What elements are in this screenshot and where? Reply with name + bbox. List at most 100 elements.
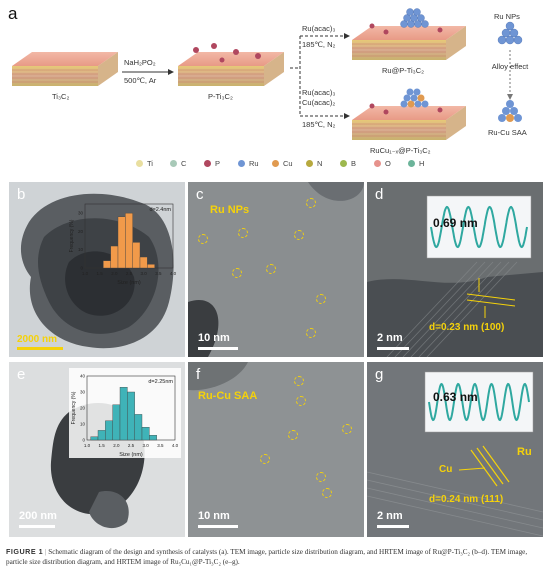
panel-g-tem-image: g 0.63 nm Ru Cu d=0.24 nm (111) 2 nm (367, 362, 543, 537)
histogram-bar (149, 434, 157, 441)
histogram-annotation: d=2.25nm (148, 379, 173, 385)
step1-condition: 500℃, Ar (124, 76, 157, 85)
legend-item-o: O (374, 159, 391, 168)
particle-marker (198, 234, 208, 244)
rucu-p-ti3c2-slab (352, 88, 466, 140)
panel-d-letter: d (375, 186, 384, 203)
legend-item-c: C (170, 159, 186, 168)
histogram-bar (105, 420, 113, 441)
histogram-bar (117, 216, 126, 269)
legend-item-ti: Ti (136, 159, 153, 168)
x-tick-label: 1.0 (82, 271, 89, 276)
y-tick-label: 0 (80, 266, 83, 271)
upper-route-reagent: Ru(acac)₃ (302, 24, 336, 33)
particle-marker (288, 430, 298, 440)
x-axis-label: Size (nm) (119, 452, 143, 458)
particle-marker (306, 198, 316, 208)
x-tick-label: 1.5 (99, 443, 106, 448)
x-tick-label: 4.0 (172, 443, 179, 448)
y-tick-label: 40 (80, 374, 86, 379)
legend-label: Ru (249, 159, 259, 168)
panel-f-scalebar-label: 10 nm (198, 510, 230, 522)
lower-route-reagent2: Cu(acac)₂ (302, 98, 336, 107)
panel-c-tem-image: c Ru NPs 10 nm (188, 182, 364, 357)
legend-swatch (136, 160, 143, 167)
x-tick-label: 2.0 (111, 271, 118, 276)
panel-g-letter: g (375, 366, 384, 383)
y-tick-label: 20 (80, 406, 86, 411)
histogram-bar (141, 427, 150, 441)
histogram-bar (139, 256, 148, 269)
histogram-bar (90, 436, 99, 441)
particle-marker (342, 424, 352, 434)
x-tick-label: 3.5 (157, 443, 164, 448)
legend-label: P (215, 159, 221, 168)
legend-label: N (317, 159, 323, 168)
legend-label: B (351, 159, 357, 168)
panel-g-lattice-label: 0.63 nm (433, 390, 478, 404)
caption-line1: Schematic diagram of the design and synt… (48, 548, 431, 556)
p-ti3c2-slab (178, 43, 284, 86)
caption-line2: Ru@P-Ti₃C₂ (b–d). TEM image, particle si… (6, 548, 528, 566)
legend-label: H (419, 159, 425, 168)
particle-marker (294, 376, 304, 386)
legend-item-b: B (340, 159, 356, 168)
y-tick-label: 20 (78, 229, 84, 234)
histogram-bar (134, 414, 143, 441)
legend-swatch (204, 160, 211, 167)
x-axis-label: Size (nm) (117, 280, 141, 286)
y-axis-label: Frequency (%) (71, 391, 77, 424)
panel-f-title: Ru-Cu SAA (198, 390, 258, 402)
panel-g-ru-label: Ru (517, 446, 532, 458)
legend-item-p: P (204, 159, 220, 168)
legend-label: O (385, 159, 391, 168)
panel-b-scalebar (17, 347, 63, 350)
histogram-bar (119, 387, 128, 441)
x-tick-label: 3.5 (155, 271, 162, 276)
particle-marker (260, 454, 270, 464)
particle-marker (238, 228, 248, 238)
legend-swatch (170, 160, 177, 167)
panel-g-d-spacing: d=0.24 nm (111) (429, 494, 504, 505)
panel-d-d-spacing: d=0.23 nm (100) (429, 322, 505, 333)
particle-marker (322, 488, 332, 498)
x-tick-label: 4.0 (170, 271, 177, 276)
legend-label: Cu (283, 159, 293, 168)
panel-f-letter: f (196, 366, 201, 383)
particle-marker (316, 294, 326, 304)
ru-cu-saa-label: Ru-Cu SAA (488, 128, 527, 137)
legend-swatch (374, 160, 381, 167)
histogram-bar (125, 212, 133, 269)
ti3c2-label: Ti₃C₂ (52, 92, 70, 101)
panel-f-tem-image: f Ru-Cu SAA 10 nm (188, 362, 364, 537)
y-axis-label: Frequency (%) (69, 219, 75, 252)
histogram-bar (132, 242, 141, 269)
panel-g-scalebar-label: 2 nm (377, 510, 403, 522)
histogram-bar (97, 430, 106, 441)
legend-item-ru: Ru (238, 159, 259, 168)
upper-product-label: Ru@P-Ti₃C₂ (382, 66, 425, 75)
x-tick-label: 2.5 (126, 271, 133, 276)
p-ti3c2-label: P-Ti₃C₂ (208, 92, 233, 101)
histogram-bar (112, 404, 121, 441)
step1-reagent: NaH₂PO₂ (124, 58, 156, 67)
synthesis-schematic (12, 8, 523, 140)
panel-c-scalebar-label: 10 nm (198, 332, 230, 344)
panel-b-letter: b (17, 186, 26, 203)
ru-nps-label: Ru NPs (494, 12, 520, 21)
panel-c-scalebar (198, 347, 238, 350)
figure-caption: FIGURE 1 | Schematic diagram of the desi… (6, 547, 528, 566)
histogram-bar (127, 391, 135, 441)
ti3c2-slab (12, 52, 118, 86)
legend-label: Ti (147, 159, 153, 168)
y-tick-label: 30 (80, 390, 86, 395)
y-tick-label: 10 (80, 422, 86, 427)
legend-label: C (181, 159, 187, 168)
particle-marker (306, 328, 316, 338)
x-tick-label: 2.0 (113, 443, 120, 448)
alloy-effect-label: Alloy effect (491, 62, 529, 71)
x-tick-label: 3.0 (143, 443, 150, 448)
